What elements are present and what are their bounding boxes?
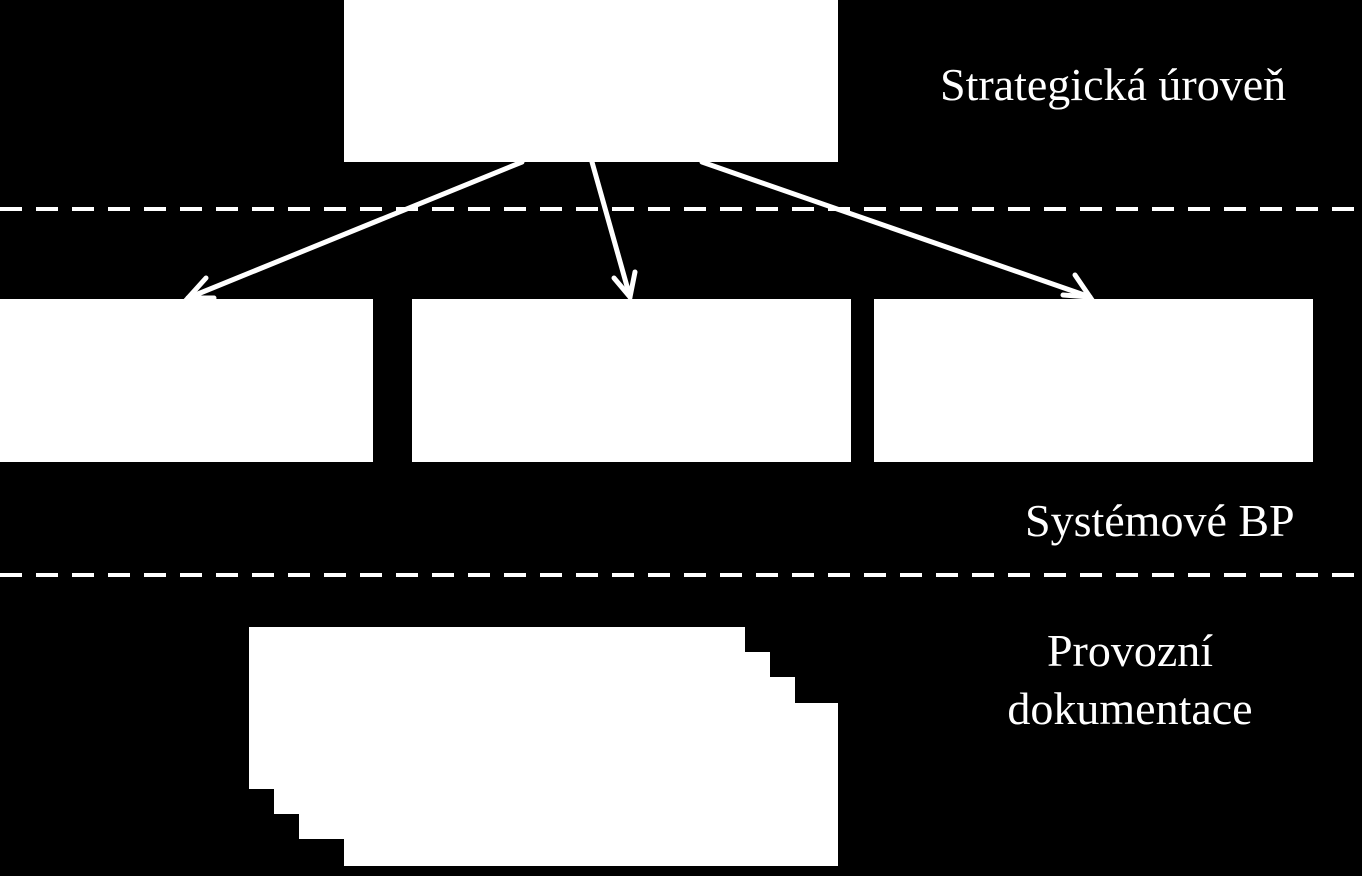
operations-document-page-4 [344,703,838,866]
system-bp-box-left [0,299,373,462]
operations-documentation-label: Provozní dokumentace [960,622,1300,738]
system-bp-box-middle [412,299,851,462]
arrow-to-right-box [699,159,1095,300]
system-bp-box-right [874,299,1313,462]
system-bp-label: Systémové BP [1025,495,1295,546]
arrow-to-left-box [182,159,525,301]
operations-label-line-2: dokumentace [1007,683,1253,734]
operations-label-line-1: Provozní [1046,625,1214,676]
arrow-to-middle-box [589,159,638,303]
strategic-level-label: Strategická úroveň [940,59,1287,110]
strategic-level-box [344,0,838,162]
